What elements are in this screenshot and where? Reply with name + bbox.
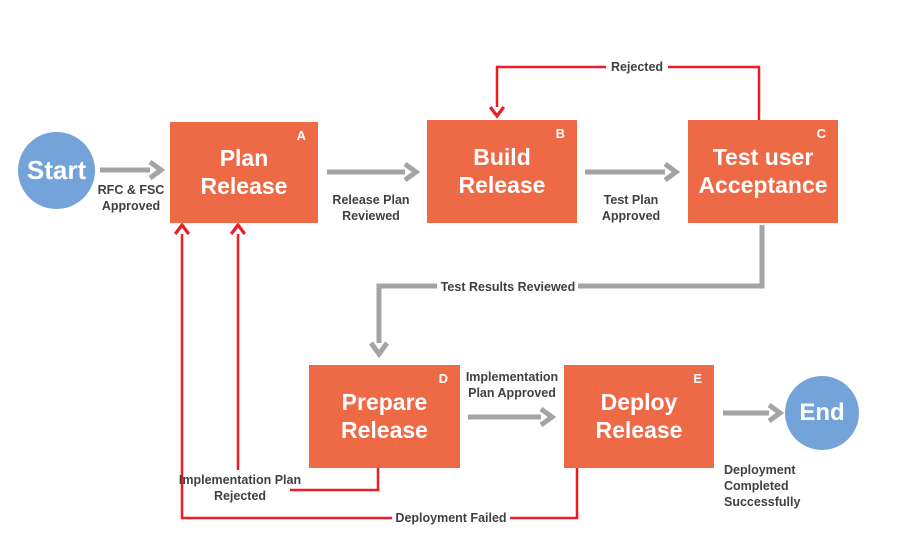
test-user-acceptance-letter: C: [816, 126, 826, 141]
edge-label-rfc-fsc-approved: RFC & FSC Approved: [97, 183, 165, 213]
edge-label-test-results-reviewed: Test Results Reviewed: [440, 280, 576, 294]
edge-label-test-plan-approved: Test Plan Approved: [601, 193, 661, 223]
start-node: Start: [18, 132, 95, 209]
deploy-release-letter: E: [693, 371, 702, 386]
edge-label-deployment-failed: Deployment Failed: [395, 511, 507, 525]
plan-release-label: Plan Release: [200, 145, 288, 199]
build-release-letter: B: [555, 126, 565, 141]
build-release-label: Build Release: [458, 144, 546, 198]
plan-release-node: A Plan Release: [170, 122, 318, 223]
edge-label-implementation-plan-approved: Implementation Plan Approved: [465, 370, 559, 400]
edge-label-rejected: Rejected: [610, 60, 664, 74]
edge-label-implementation-plan-rejected: Implementation Plan Rejected: [178, 473, 302, 503]
test-user-acceptance-label: Test user Acceptance: [698, 144, 828, 198]
plan-release-letter: A: [296, 128, 306, 143]
prepare-release-letter: D: [438, 371, 448, 386]
build-release-node: B Build Release: [427, 120, 577, 223]
deploy-release-node: E Deploy Release: [564, 365, 714, 468]
prepare-release-node: D Prepare Release: [309, 365, 460, 468]
start-node-label: Start: [26, 155, 87, 185]
end-node: End: [785, 376, 859, 450]
deploy-release-label: Deploy Release: [595, 389, 683, 443]
end-node-label: End: [799, 399, 845, 426]
connector-impl-plan-rejected-tail: [290, 468, 380, 492]
connector-test-to-prepare-right: [578, 225, 765, 289]
prepare-release-label: Prepare Release: [341, 389, 428, 443]
connector-test-to-prepare-left: [368, 283, 437, 359]
test-user-acceptance-node: C Test user Acceptance: [688, 120, 838, 223]
edge-label-deployment-completed-successfully: Deployment Completed Successfully: [724, 463, 801, 509]
connector-rejected-left: [488, 65, 606, 119]
edge-label-release-plan-reviewed: Release Plan Reviewed: [332, 193, 410, 223]
connector-deployment-failed-tail: [510, 468, 579, 520]
